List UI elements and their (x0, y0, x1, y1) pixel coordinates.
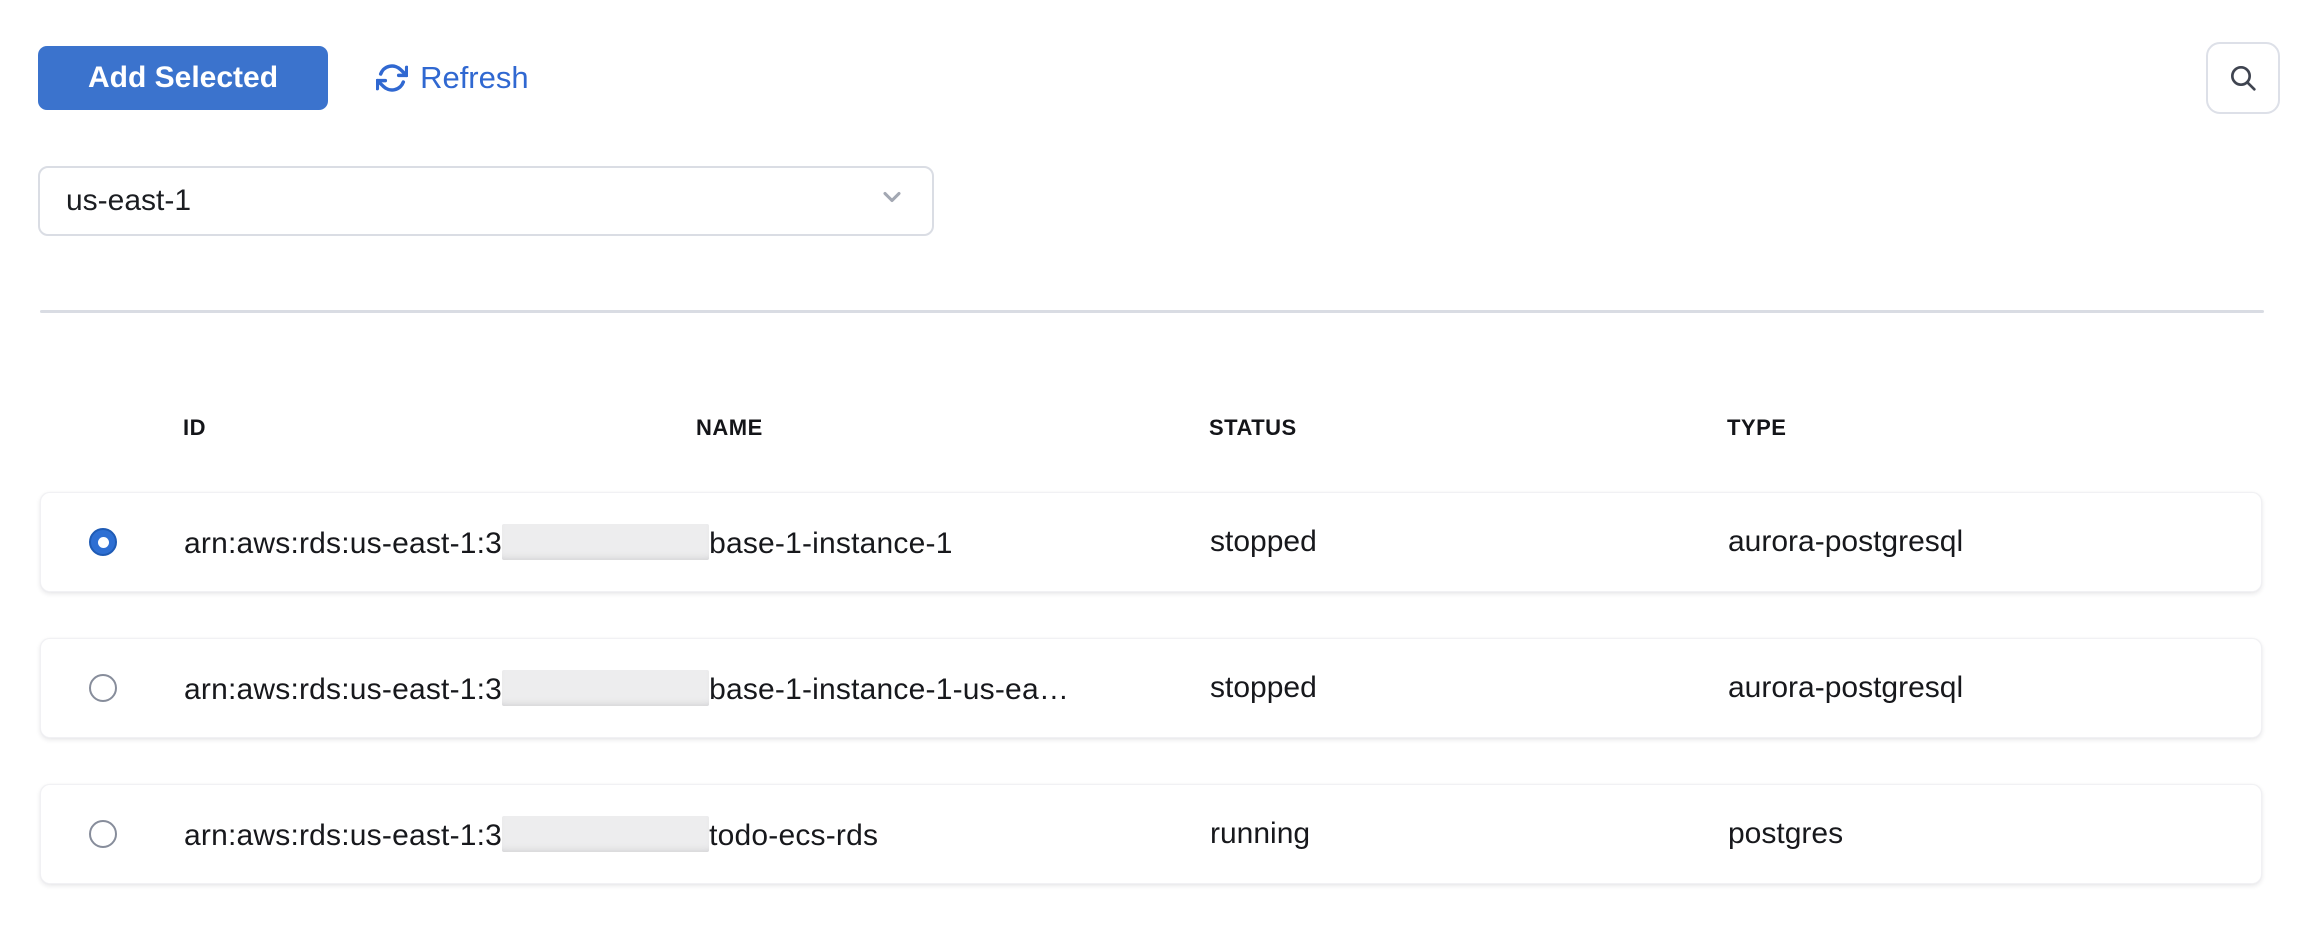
column-header-id: ID (183, 414, 696, 442)
table-header: ID NAME STATUS TYPE (40, 313, 2262, 442)
toolbar: Add Selected Refresh (38, 42, 2280, 114)
instance-id: arn:aws:rds:us-east-1:3 todo-ecs-rds (184, 816, 1210, 853)
column-header-type: TYPE (1727, 414, 2262, 442)
row-radio[interactable] (89, 528, 117, 556)
instance-id-prefix: arn:aws:rds:us-east-1:3 (184, 673, 502, 706)
radio-cell (41, 820, 184, 848)
instance-type: aurora-postgresql (1728, 525, 2261, 559)
column-header-name: NAME (696, 414, 1209, 442)
region-select[interactable]: us-east-1 (38, 166, 934, 236)
table-body: arn:aws:rds:us-east-1:3 base-1-instance-1… (40, 492, 2262, 884)
instance-id-prefix: arn:aws:rds:us-east-1:3 (184, 819, 502, 852)
instance-type: aurora-postgresql (1728, 671, 2261, 705)
refresh-label: Refresh (420, 60, 529, 96)
search-button[interactable] (2206, 42, 2280, 114)
table-row[interactable]: arn:aws:rds:us-east-1:3 base-1-instance-1… (40, 638, 2262, 738)
instance-id-prefix: arn:aws:rds:us-east-1:3 (184, 527, 502, 560)
row-radio[interactable] (89, 820, 117, 848)
refresh-button[interactable]: Refresh (376, 60, 529, 96)
instance-status: stopped (1210, 671, 1728, 705)
add-selected-button[interactable]: Add Selected (38, 46, 328, 110)
radio-cell (41, 674, 184, 702)
redacted-account-id (502, 816, 709, 852)
instances-table: ID NAME STATUS TYPE arn:aws:rds:us-east-… (40, 313, 2262, 884)
chevron-down-icon (878, 183, 906, 219)
instance-status: stopped (1210, 525, 1728, 559)
redacted-account-id (502, 670, 709, 706)
refresh-icon (376, 62, 408, 94)
region-select-value: us-east-1 (66, 184, 191, 218)
radio-cell (41, 528, 184, 556)
redacted-account-id (502, 524, 709, 560)
search-icon (2227, 62, 2259, 94)
instance-id-suffix: base-1-instance-1-us-ea… (709, 673, 1069, 706)
instance-id-suffix: todo-ecs-rds (709, 819, 878, 852)
table-row[interactable]: arn:aws:rds:us-east-1:3 todo-ecs-rds runn… (40, 784, 2262, 884)
table-row[interactable]: arn:aws:rds:us-east-1:3 base-1-instance-1… (40, 492, 2262, 592)
row-radio[interactable] (89, 674, 117, 702)
instance-id: arn:aws:rds:us-east-1:3 base-1-instance-1 (184, 524, 1210, 561)
column-header-status: STATUS (1209, 414, 1727, 442)
instance-type: postgres (1728, 817, 2261, 851)
instance-status: running (1210, 817, 1728, 851)
instance-id-suffix: base-1-instance-1 (709, 527, 953, 560)
instance-id: arn:aws:rds:us-east-1:3 base-1-instance-1… (184, 670, 1210, 707)
